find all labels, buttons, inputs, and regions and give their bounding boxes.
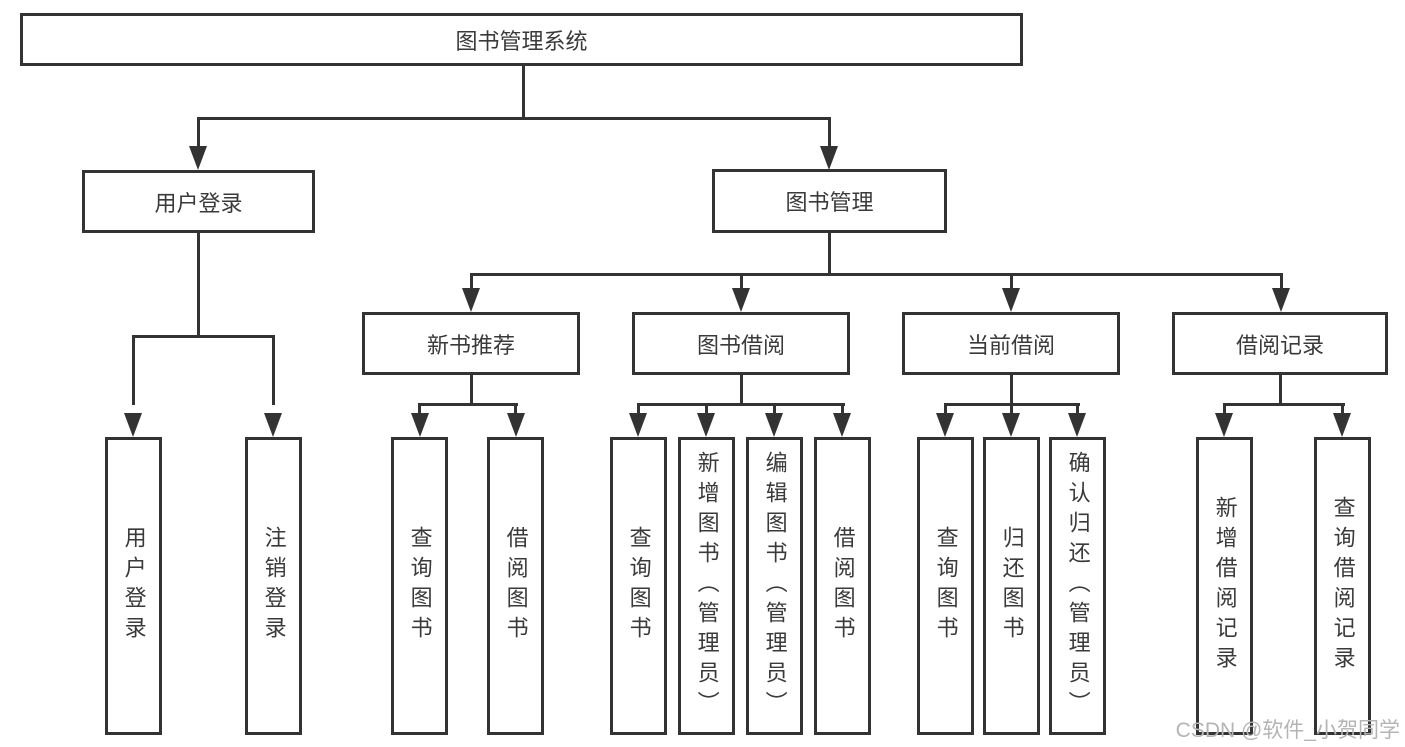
node-user-login-branch: 用户登录	[82, 170, 315, 233]
arrow-down-icon	[124, 413, 142, 437]
connector-line	[197, 117, 831, 120]
leaf-query-book-recommend: 查询图书	[391, 437, 448, 735]
connector-line	[637, 403, 845, 406]
connector-line	[944, 403, 947, 415]
connector-line	[740, 273, 743, 291]
connector-line	[514, 403, 517, 415]
arrow-down-icon	[629, 413, 647, 437]
arrow-down-icon	[411, 413, 429, 437]
leaf-add-borrow-record: 新增借阅记录	[1196, 437, 1253, 735]
arrow-down-icon	[1002, 413, 1020, 437]
arrow-down-icon	[1068, 413, 1086, 437]
connector-line	[841, 403, 844, 415]
connector-line	[132, 335, 135, 405]
connector-line	[740, 375, 743, 405]
connector-line	[1223, 403, 1345, 406]
arrow-down-icon	[1272, 288, 1290, 312]
connector-line	[1223, 403, 1226, 415]
node-book-borrow: 图书借阅	[632, 312, 850, 375]
arrow-down-icon	[1215, 413, 1233, 437]
leaf-return-book: 归还图书	[983, 437, 1040, 735]
connector-line	[1010, 403, 1013, 415]
arrow-down-icon	[1333, 413, 1351, 437]
arrow-down-icon	[765, 413, 783, 437]
arrow-down-icon	[697, 413, 715, 437]
arrow-down-icon	[1002, 288, 1020, 312]
connector-line	[1341, 403, 1344, 415]
connector-line	[418, 403, 421, 415]
arrow-down-icon	[820, 146, 838, 170]
arrow-down-icon	[833, 413, 851, 437]
leaf-query-borrow-record: 查询借阅记录	[1314, 437, 1371, 735]
leaf-borrow-book: 借阅图书	[814, 437, 871, 735]
arrow-down-icon	[189, 146, 207, 170]
leaf-edit-book-admin: 编辑图书（管理员）	[746, 437, 803, 735]
leaf-confirm-return-admin: 确认归还（管理员）	[1049, 437, 1106, 735]
arrow-down-icon	[462, 288, 480, 312]
leaf-logout: 注销登录	[245, 437, 302, 735]
node-library-management-system: 图书管理系统	[20, 13, 1023, 66]
connector-line	[705, 403, 708, 415]
connector-line	[197, 233, 200, 337]
leaf-query-book-borrow: 查询图书	[610, 437, 667, 735]
leaf-add-book-admin: 新增图书（管理员）	[678, 437, 735, 735]
connector-line	[522, 66, 525, 118]
connector-line	[418, 403, 518, 406]
connector-line	[1279, 375, 1282, 405]
csdn-watermark: CSDN @软件_小贺同学	[1175, 719, 1400, 742]
connector-line	[637, 403, 640, 415]
connector-line	[272, 335, 275, 405]
connector-line	[828, 232, 831, 275]
node-borrow-records: 借阅记录	[1172, 312, 1388, 375]
connector-line	[470, 273, 1283, 276]
arrow-down-icon	[936, 413, 954, 437]
connector-line	[1076, 403, 1079, 415]
arrow-down-icon	[507, 413, 525, 437]
connector-line	[773, 403, 776, 415]
arrow-down-icon	[732, 288, 750, 312]
leaf-borrow-book-recommend: 借阅图书	[487, 437, 544, 735]
node-current-borrow: 当前借阅	[902, 312, 1120, 375]
connector-line	[828, 117, 831, 149]
node-book-management: 图书管理	[712, 169, 947, 233]
connector-line	[470, 273, 473, 291]
connector-line	[132, 335, 275, 338]
arrow-down-icon	[264, 413, 282, 437]
connector-line	[1010, 375, 1013, 405]
node-new-book-recommend: 新书推荐	[362, 312, 580, 375]
connector-line	[197, 117, 200, 149]
connector-line	[1010, 273, 1013, 291]
leaf-user-login: 用户登录	[105, 437, 162, 735]
connector-line	[470, 375, 473, 405]
leaf-query-book-current: 查询图书	[917, 437, 974, 735]
connector-line	[1280, 273, 1283, 291]
